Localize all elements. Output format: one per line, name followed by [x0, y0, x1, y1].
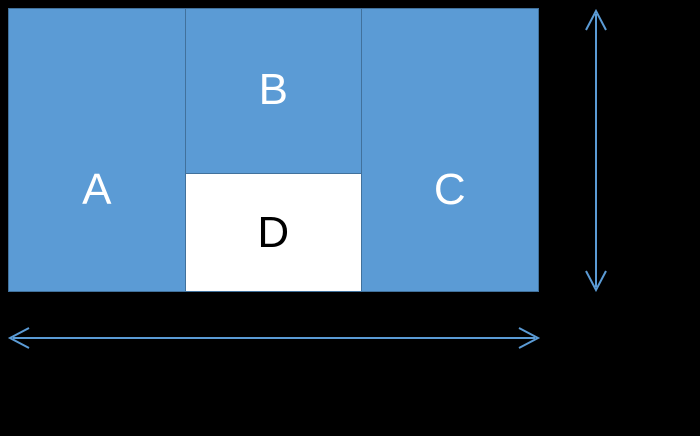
height-arrow-head-up: [585, 8, 607, 31]
width-arrow-head-left: [7, 327, 30, 349]
width-dimension-arrow: [7, 327, 541, 349]
width-arrow-head-right: [518, 327, 541, 349]
block-b[interactable]: B: [185, 8, 362, 174]
block-b-label: B: [258, 65, 289, 114]
block-a-label: A: [82, 165, 112, 214]
block-a[interactable]: A: [8, 8, 186, 292]
block-d[interactable]: D: [185, 173, 362, 292]
block-c-label: C: [433, 165, 467, 214]
height-arrow-head-down: [585, 270, 607, 293]
height-dimension-arrow: [585, 8, 607, 293]
block-d-label: D: [257, 207, 290, 257]
block-c[interactable]: C: [361, 8, 539, 292]
